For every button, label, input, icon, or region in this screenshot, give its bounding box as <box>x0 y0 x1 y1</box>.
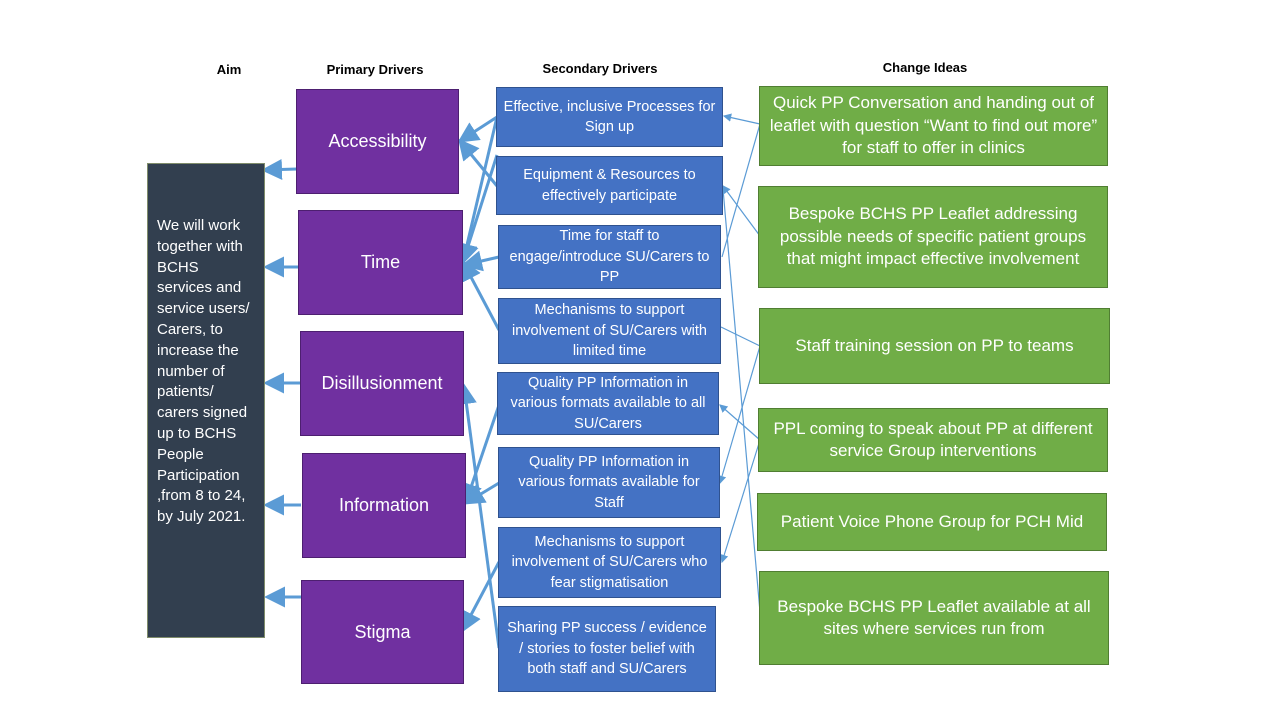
change-ideas-header: Change Ideas <box>882 60 968 75</box>
change-idea-leaflet-all-sites: Bespoke BCHS PP Leaflet available at all… <box>759 571 1109 665</box>
change-idea-patient-voice: Patient Voice Phone Group for PCH Mid <box>757 493 1107 551</box>
arrow-sd1-accessibility <box>457 115 498 143</box>
change-idea-staff-training: Staff training session on PP to teams <box>759 308 1110 384</box>
primary-driver-disillusionment: Disillusionment <box>300 331 464 436</box>
change-idea-quick-conversation: Quick PP Conversation and handing out of… <box>759 86 1108 166</box>
arrow-sd7-stigma <box>461 561 501 633</box>
primary-driver-stigma: Stigma <box>301 580 464 684</box>
arrow-sd3-time <box>461 250 500 272</box>
arrow-ci3-sd6 <box>717 345 761 485</box>
secondary-driver-info-staff: Quality PP Information in various format… <box>498 447 720 518</box>
arrow-ci4-sd7 <box>720 439 761 564</box>
aim-box: We will work together with BCHS services… <box>147 163 265 638</box>
change-idea-bespoke-leaflet-groups: Bespoke BCHS PP Leaflet addressing possi… <box>758 186 1108 288</box>
secondary-driver-stigmatisation: Mechanisms to support involvement of SU/… <box>498 527 721 598</box>
arrow-sd8-disillusionment <box>455 383 501 649</box>
primary-driver-information: Information <box>302 453 466 558</box>
arrow-sd1-time <box>456 116 499 265</box>
arrow-sd2-accessibility <box>458 138 499 187</box>
arrow-sd6-information <box>463 481 500 505</box>
arrow-ci2-sd2 <box>722 185 761 237</box>
primary-driver-time: Time <box>298 210 463 315</box>
primary-driver-accessibility: Accessibility <box>296 89 459 194</box>
secondary-driver-staff-time: Time for staff to engage/introduce SU/Ca… <box>498 225 721 289</box>
secondary-driver-sign-up: Effective, inclusive Processes for Sign … <box>496 87 723 147</box>
secondary-driver-equipment: Equipment & Resources to effectively par… <box>496 156 723 215</box>
arrow-ci3-sd4 <box>720 326 761 347</box>
change-idea-ppl-speak: PPL coming to speak about PP at differen… <box>758 408 1108 472</box>
secondary-drivers-header: Secondary Drivers <box>542 61 658 76</box>
arrow-ci6-sd2 <box>722 188 761 613</box>
aim-text: We will work together with BCHS services… <box>157 217 250 526</box>
arrow-ci1-sd3 <box>721 123 761 258</box>
arrow-sd4-time <box>461 259 501 331</box>
arrow-ci4-sd5 <box>719 404 761 441</box>
arrow-ci1-sd1 <box>722 113 761 125</box>
secondary-driver-info-su: Quality PP Information in various format… <box>497 372 719 435</box>
secondary-driver-sharing-success: Sharing PP success / evidence / stories … <box>498 606 716 692</box>
aim-header: Aim <box>216 62 242 77</box>
primary-drivers-header: Primary Drivers <box>326 62 424 77</box>
arrow-sd2-time <box>458 154 499 265</box>
secondary-driver-limited-time: Mechanisms to support involvement of SU/… <box>498 298 721 364</box>
arrow-accessibility-aim <box>261 158 298 180</box>
